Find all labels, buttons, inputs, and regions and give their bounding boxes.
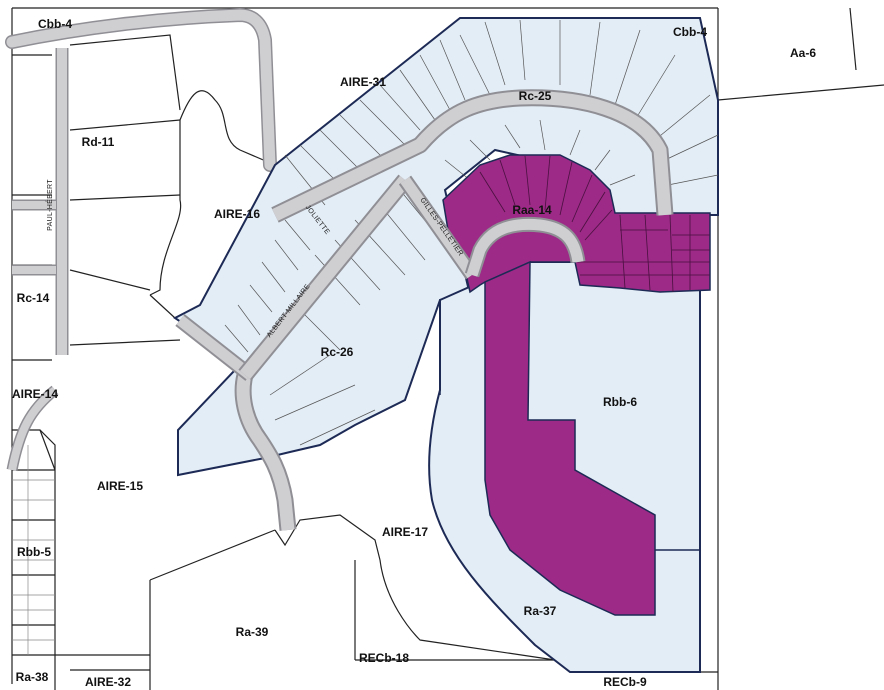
- zone-label-recb18: RECb-18: [359, 651, 409, 665]
- existing-roads: [5, 7, 277, 472]
- zone-label-rc14: Rc-14: [17, 291, 50, 305]
- zone-label-aire32: AIRE-32: [85, 675, 131, 689]
- zone-label-raa14: Raa-14: [512, 203, 552, 217]
- zone-label-rbb6: Rbb-6: [603, 395, 637, 409]
- zone-labels: Cbb-4 Cbb-4 Aa-6 AIRE-31 Rc-25 Rd-11 AIR…: [12, 17, 816, 689]
- study-roads: [175, 89, 674, 531]
- rbb5-lot-lines: [12, 445, 55, 655]
- zone-label-cbb4-ne: Cbb-4: [673, 25, 707, 39]
- zone-label-cbb4-nw: Cbb-4: [38, 17, 72, 31]
- zone-label-aa6: Aa-6: [790, 46, 816, 60]
- zone-label-aire14: AIRE-14: [12, 387, 58, 401]
- zone-label-aire17: AIRE-17: [382, 525, 428, 539]
- zone-label-recb9: RECb-9: [603, 675, 647, 689]
- zone-label-aire15: AIRE-15: [97, 479, 143, 493]
- zone-label-rc26: Rc-26: [321, 345, 354, 359]
- zone-label-rc25: Rc-25: [519, 89, 552, 103]
- zone-label-ra39: Ra-39: [236, 625, 269, 639]
- zone-label-aire16: AIRE-16: [214, 207, 260, 221]
- zone-label-aire31: AIRE-31: [340, 75, 386, 89]
- zone-label-rbb5: Rbb-5: [17, 545, 51, 559]
- zone-label-rd11: Rd-11: [82, 135, 115, 149]
- zone-label-ra37: Ra-37: [524, 604, 557, 618]
- street-label-paul-hebert: PAUL-HÉBERT: [45, 179, 54, 231]
- zone-label-ra38: Ra-38: [16, 670, 49, 684]
- zone-rbb6-highlight-parcel: [484, 260, 656, 616]
- raa14-lot-lines: [479, 155, 710, 293]
